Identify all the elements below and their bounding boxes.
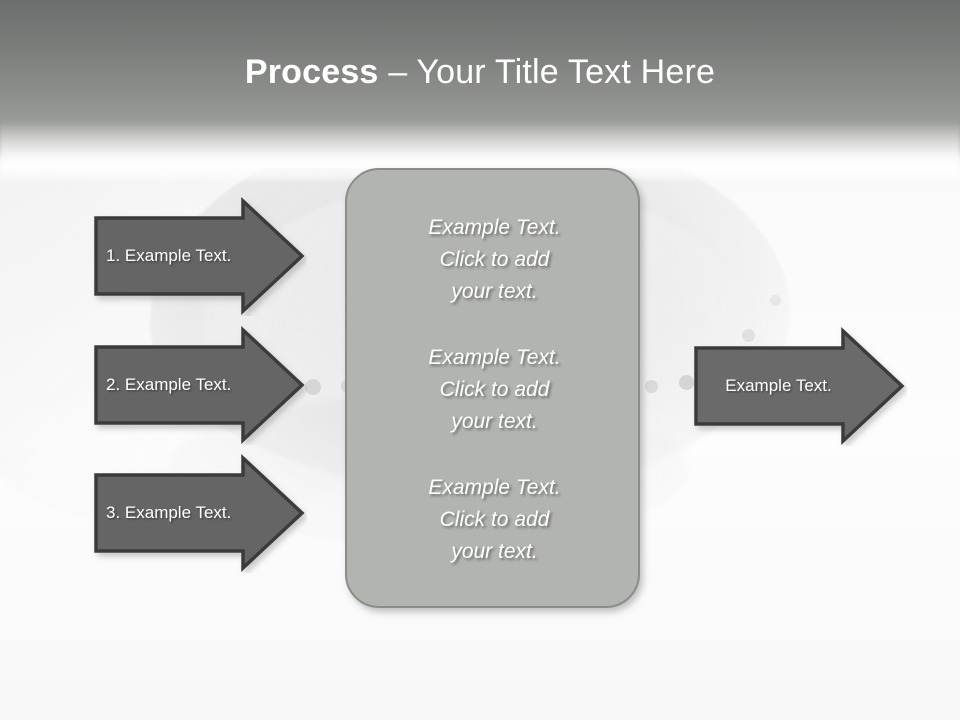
process-center-panel[interactable]: Example Text. Click to add your text. Ex… <box>345 168 640 608</box>
panel-text-block-1[interactable]: Example Text. Click to add your text. <box>428 216 561 303</box>
background-dot-4 <box>679 375 694 390</box>
output-arrow[interactable]: Example Text. <box>691 326 907 446</box>
page-title-bold: Process <box>244 53 379 91</box>
background-dot-3 <box>645 380 658 393</box>
background-dot-1 <box>305 379 321 395</box>
input-arrow-1[interactable]: 1. Example Text. <box>91 196 307 316</box>
input-arrow-3[interactable]: 3. Example Text. <box>91 453 307 573</box>
page-title-rest: – Your Title Text Here <box>378 53 716 91</box>
panel-spacer-1 <box>347 308 642 342</box>
input-arrow-2[interactable]: 2. Example Text. <box>91 325 307 445</box>
background-dot-5 <box>742 329 755 342</box>
panel-spacer-2 <box>347 438 642 472</box>
panel-text-stack: Example Text. Click to add your text. Ex… <box>347 212 642 568</box>
background-dot-6 <box>770 295 781 306</box>
panel-text-block-2[interactable]: Example Text. Click to add your text. <box>428 346 561 433</box>
panel-text-block-3[interactable]: Example Text. Click to add your text. <box>428 476 561 563</box>
page-title: Process – Your Title Text Here <box>0 50 960 94</box>
